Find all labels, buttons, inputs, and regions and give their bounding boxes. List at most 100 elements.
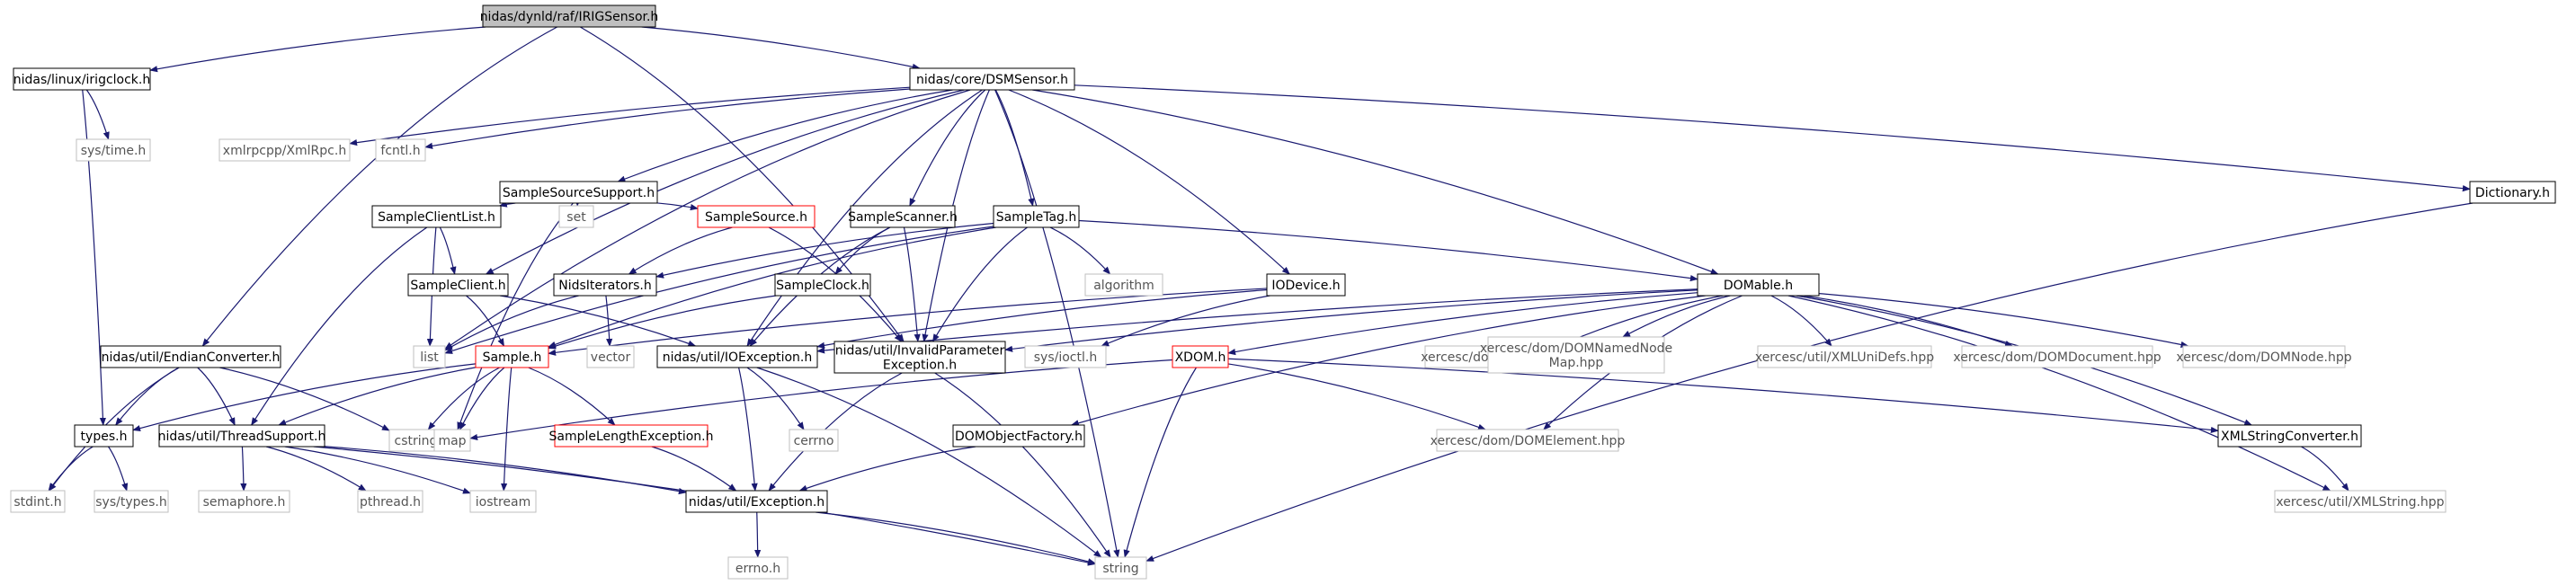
node-box	[553, 273, 657, 297]
node-box	[2182, 345, 2346, 368]
node-box	[469, 490, 537, 513]
node-irig[interactable]: nidas/dynld/raf/IRIGSensor.h	[480, 4, 659, 28]
node-exception[interactable]: nidas/util/Exception.h	[685, 490, 828, 513]
node-thread[interactable]: nidas/util/ThreadSupport.h	[158, 424, 326, 448]
node-label: NidsIterators.h	[558, 279, 652, 293]
node-label: nidas/linux/irigclock.h	[13, 73, 150, 87]
edge-dsm-to-list	[444, 89, 971, 350]
node-sscan[interactable]: SampleScanner.h	[848, 205, 958, 228]
node-label: pthread.h	[360, 495, 421, 510]
node-cerrno: cerrno	[789, 429, 839, 452]
edge-dsm-to-ioexc	[746, 89, 983, 347]
node-label: string	[1102, 562, 1138, 576]
node-sss[interactable]: SampleSourceSupport.h	[499, 181, 658, 204]
edge-dsm-to-dict	[1074, 84, 2471, 192]
node-endian[interactable]: nidas/util/EndianConverter.h	[100, 345, 281, 368]
node-sclock[interactable]: SampleClock.h	[774, 273, 871, 297]
node-label: xercesc/dom/DOMNamedNode	[1480, 341, 1672, 356]
node-box	[1266, 273, 1346, 297]
node-box	[1961, 345, 2153, 368]
node-dsm[interactable]: nidas/core/DSMSensor.h	[909, 67, 1075, 91]
node-iodev[interactable]: IODevice.h	[1266, 273, 1346, 297]
edge-domable-to-xmlunidefs	[1770, 295, 1832, 347]
node-domable[interactable]: DOMable.h	[1697, 273, 1820, 297]
node-label: SampleClientList.h	[378, 210, 495, 225]
node-label: cerrno	[794, 434, 834, 448]
node-errno: errno.h	[727, 556, 789, 580]
edge-sscan-to-invparam	[903, 226, 921, 342]
node-label: semaphore.h	[203, 495, 286, 510]
edge-irigclock-to-systime	[85, 89, 110, 140]
edge-thread-to-semaphore	[240, 446, 247, 492]
node-label: nidas/util/Exception.h	[689, 495, 824, 510]
edge-nidsit-to-vector	[605, 295, 613, 347]
node-types[interactable]: types.h	[74, 424, 134, 448]
node-box	[656, 345, 818, 368]
node-label: nidas/util/EndianConverter.h	[102, 350, 281, 365]
edge-ioexc-to-cerrno	[746, 367, 805, 430]
edge-endian-to-types	[115, 367, 180, 426]
edge-endian-to-cstring	[219, 367, 390, 431]
node-label: algorithm	[1093, 279, 1154, 293]
edge-xdom-to-domelem	[1227, 363, 1486, 430]
node-stag[interactable]: SampleTag.h	[993, 205, 1080, 228]
node-irigclock[interactable]: nidas/linux/irigclock.h	[13, 67, 151, 91]
node-box	[1084, 273, 1163, 297]
edge-xdom-to-xmlsc	[1227, 358, 2219, 433]
node-vector: vector	[586, 345, 635, 368]
edge-stag-to-invparam	[931, 226, 1028, 342]
node-dict[interactable]: Dictionary.h	[2469, 181, 2556, 204]
node-box	[1487, 336, 1665, 374]
node-slenexc[interactable]: SampleLengthException.h	[548, 424, 714, 448]
node-label: nidas/dynld/raf/IRIGSensor.h	[480, 10, 659, 24]
edge-dsm-to-stag	[994, 89, 1035, 207]
edge-domable-to-xdom	[1227, 292, 1698, 356]
node-label: SampleSource.h	[705, 210, 807, 225]
edge-types-to-stdint	[48, 446, 94, 492]
node-label: Exception.h	[883, 359, 957, 373]
node-sclient[interactable]: SampleClient.h	[407, 273, 509, 297]
node-box	[375, 138, 426, 162]
node-label: list	[420, 350, 439, 365]
node-systypes: sys/types.h	[94, 490, 169, 513]
node-box	[13, 67, 151, 91]
node-ioexc[interactable]: nidas/util/IOException.h	[656, 345, 818, 368]
edge-ioexc-to-string	[756, 367, 1102, 558]
node-fcntl: fcntl.h	[375, 138, 426, 162]
node-domobjf[interactable]: DOMObjectFactory.h	[952, 424, 1085, 448]
edge-sss-to-map	[457, 202, 574, 430]
node-label: XDOM.h	[1175, 350, 1226, 365]
node-label: xercesc/util/XMLString.hpp	[2276, 495, 2444, 510]
node-box	[685, 490, 828, 513]
node-xmlsc[interactable]: XMLStringConverter.h	[2217, 424, 2362, 448]
edge-irig-to-irigclock	[149, 26, 486, 73]
node-systime: sys/time.h	[76, 138, 151, 162]
edge-iodev-to-ioexc	[816, 288, 1268, 349]
node-nidsit[interactable]: NidsIterators.h	[553, 273, 657, 297]
node-label: SampleSourceSupport.h	[503, 186, 655, 200]
node-xdom[interactable]: XDOM.h	[1172, 345, 1229, 368]
node-box	[554, 424, 709, 448]
node-list: list	[413, 345, 446, 368]
node-box	[413, 345, 446, 368]
node-box	[388, 429, 443, 452]
edge-dsm-to-xmlrpc	[349, 86, 911, 146]
node-label: SampleTag.h	[996, 210, 1077, 225]
node-box	[475, 345, 549, 368]
node-sample[interactable]: Sample.h	[475, 345, 549, 368]
node-box	[2469, 181, 2556, 204]
node-label: XMLStringConverter.h	[2221, 430, 2358, 444]
node-ssrc[interactable]: SampleSource.h	[697, 205, 816, 228]
edge-sss-to-ssrc	[656, 202, 699, 211]
edge-iodev-to-sample	[548, 288, 1268, 356]
edge-sample-to-slenexc	[528, 367, 616, 426]
node-label: sys/time.h	[81, 144, 147, 158]
node-label: Sample.h	[483, 350, 542, 365]
node-label: xercesc/util/XMLUniDefs.hpp	[1755, 350, 1934, 365]
edge-exception-to-string	[816, 511, 1096, 565]
node-label: stdint.h	[13, 495, 61, 510]
node-box	[558, 205, 594, 228]
node-scl[interactable]: SampleClientList.h	[371, 205, 502, 228]
